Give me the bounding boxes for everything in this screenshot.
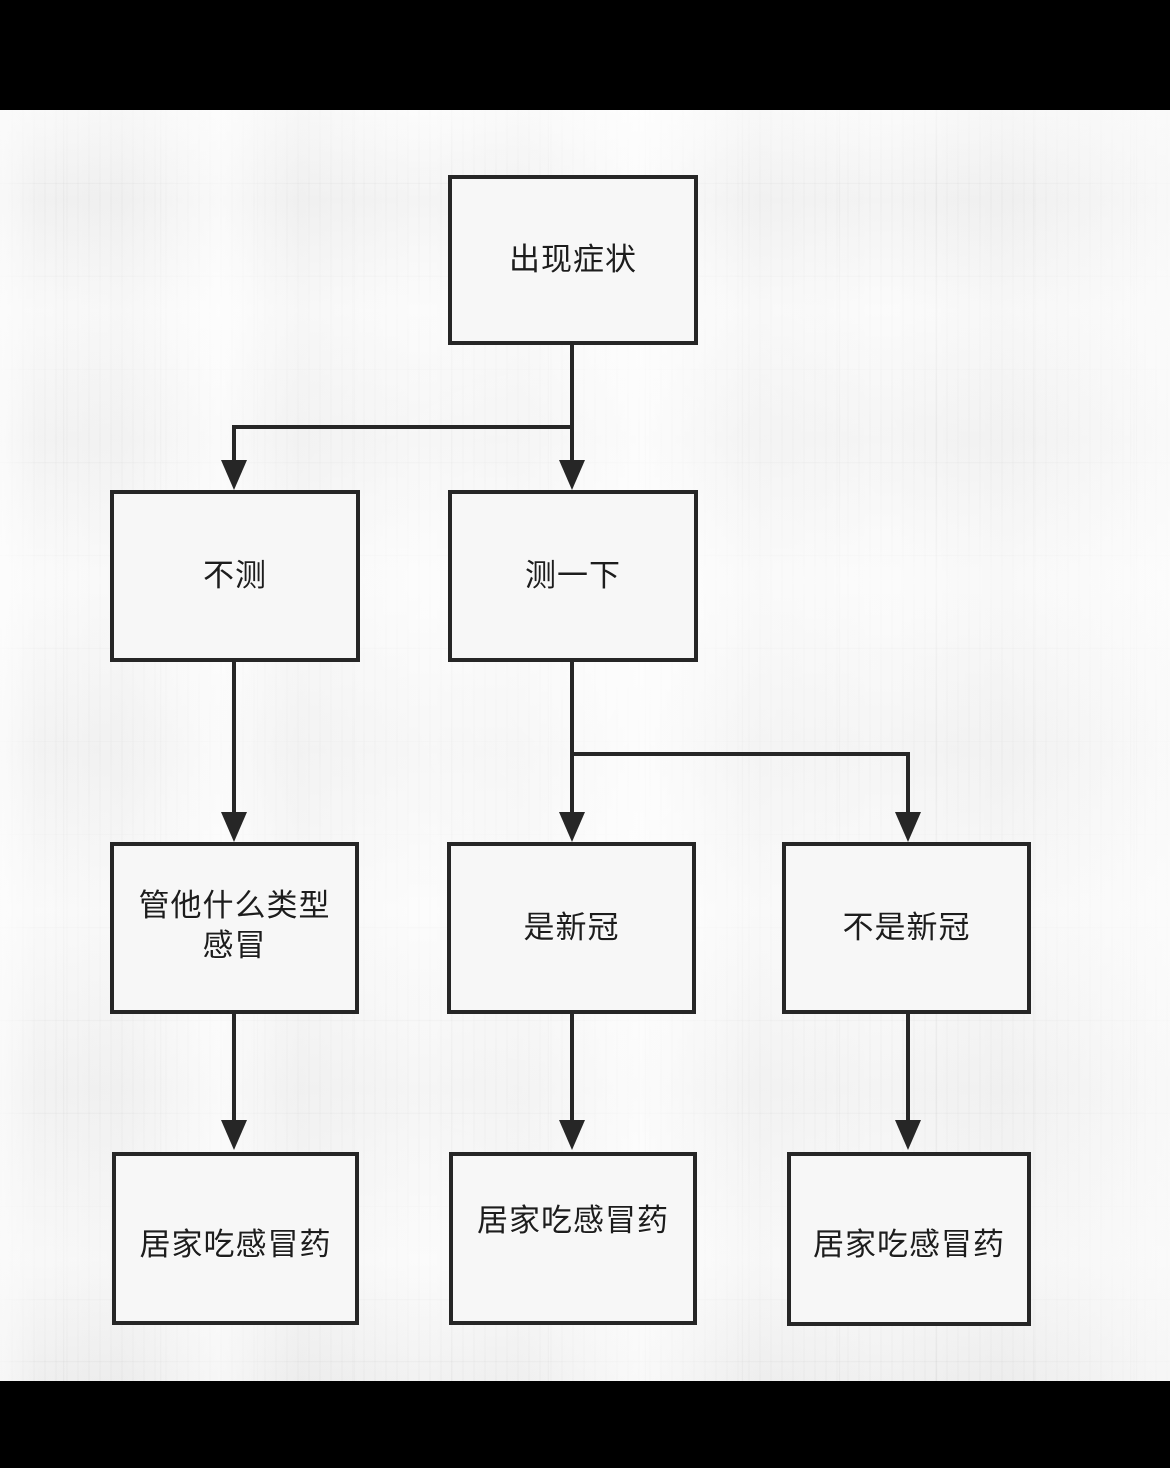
- arrowhead-to-no-test: [221, 460, 247, 490]
- arrowhead-to-is-covid: [559, 812, 585, 842]
- node-no-test[interactable]: 不测: [110, 490, 360, 662]
- edge-do-test-bus: [570, 752, 910, 756]
- node-is-covid-label: 是新冠: [523, 910, 620, 946]
- paper-background: 出现症状 不测 测一下 管他什么类型 感冒 是新冠 不是新冠 居家吃感冒药 居: [0, 110, 1170, 1381]
- arrowhead-to-home-2: [559, 1120, 585, 1150]
- arrowhead-to-home-1: [221, 1120, 247, 1150]
- edge-do-test-trunk: [570, 662, 574, 814]
- edge-no-test-to-any-cold: [232, 662, 236, 814]
- node-do-test-label: 测一下: [525, 558, 621, 594]
- node-not-covid[interactable]: 不是新冠: [782, 842, 1031, 1014]
- edge-not-covid-to-home-3: [906, 1014, 910, 1124]
- arrowhead-to-do-test: [559, 460, 585, 490]
- edge-symptoms-to-no-test: [232, 425, 236, 463]
- node-home-remedy-right-label: 居家吃感冒药: [813, 1227, 1005, 1263]
- edge-symptoms-bus: [232, 425, 574, 429]
- edge-symptoms-trunk: [570, 345, 574, 473]
- arrowhead-to-home-3: [895, 1120, 921, 1150]
- node-home-remedy-center[interactable]: 居家吃感冒药: [449, 1152, 697, 1325]
- flowchart-diagram: 出现症状 不测 测一下 管他什么类型 感冒 是新冠 不是新冠 居家吃感冒药 居: [0, 110, 1170, 1381]
- edge-do-test-to-not-covid: [906, 752, 910, 814]
- node-not-covid-label: 不是新冠: [842, 910, 971, 946]
- edge-is-covid-to-home-2: [570, 1014, 574, 1124]
- node-home-remedy-left-label: 居家吃感冒药: [139, 1226, 332, 1262]
- node-home-remedy-right[interactable]: 居家吃感冒药: [787, 1152, 1031, 1326]
- node-is-covid[interactable]: 是新冠: [447, 842, 696, 1014]
- node-any-cold[interactable]: 管他什么类型 感冒: [110, 842, 359, 1014]
- node-home-remedy-center-label: 居家吃感冒药: [477, 1202, 669, 1238]
- node-any-cold-label: 管他什么类型 感冒: [138, 888, 331, 963]
- edge-any-cold-to-home-1: [232, 1014, 236, 1124]
- node-do-test[interactable]: 测一下: [448, 490, 698, 662]
- arrowhead-to-any-cold: [221, 812, 247, 842]
- node-home-remedy-left[interactable]: 居家吃感冒药: [112, 1152, 359, 1325]
- letterbox-top-bar: [0, 0, 1170, 110]
- letterbox-bottom-bar: [0, 1381, 1170, 1468]
- node-symptoms-label: 出现症状: [509, 242, 637, 278]
- arrowhead-to-not-covid: [895, 812, 921, 842]
- node-symptoms[interactable]: 出现症状: [448, 175, 698, 345]
- node-no-test-label: 不测: [203, 558, 267, 594]
